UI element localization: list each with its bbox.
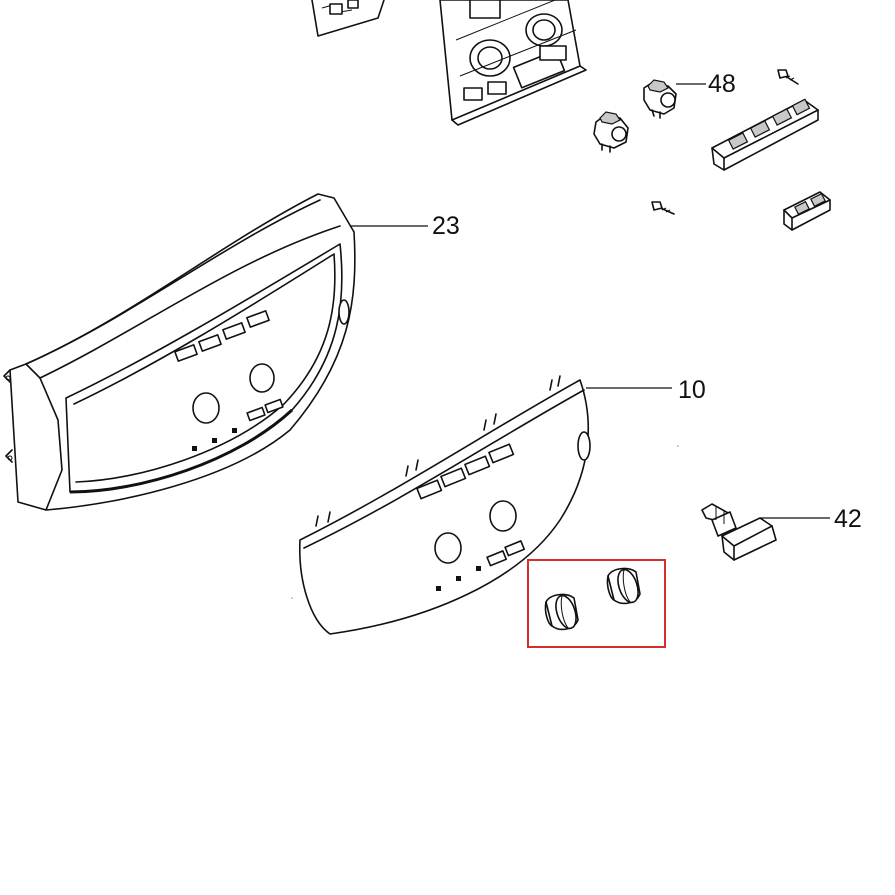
label-48: 48 xyxy=(708,70,736,98)
part-10-front-panel: 10 xyxy=(298,375,706,635)
label-10: 10 xyxy=(678,376,706,404)
small-button-block xyxy=(783,191,831,231)
label-23: 23 xyxy=(432,212,460,240)
part-48-encoder: 48 xyxy=(643,70,736,119)
pcb-board-main xyxy=(439,0,587,126)
label-42: 42 xyxy=(834,505,862,533)
pcb-board-left-fragment xyxy=(311,0,385,37)
button-strip xyxy=(711,98,819,171)
encoder-secondary xyxy=(593,111,629,153)
part-23-control-panel-housing: 23 xyxy=(3,193,460,511)
highlight-box xyxy=(527,559,666,648)
screw-bottom xyxy=(651,201,675,215)
part-42-push-button: 42 xyxy=(701,503,862,561)
screw-top xyxy=(777,69,799,85)
knob-pair xyxy=(544,567,641,631)
knob-right xyxy=(606,567,641,605)
knob-left xyxy=(544,593,579,631)
